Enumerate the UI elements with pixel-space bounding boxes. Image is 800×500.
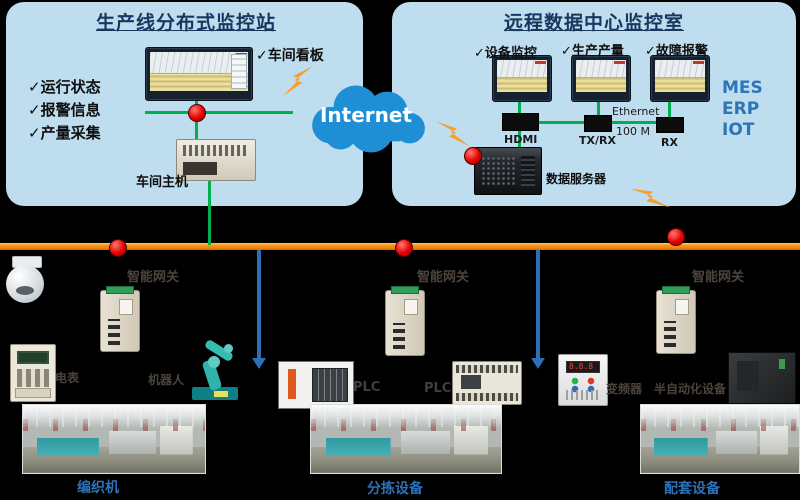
meter-foot <box>15 388 51 398</box>
lightning-icon <box>629 188 671 208</box>
photo-label-3: 配套设备 <box>664 481 720 497</box>
workshop-host-label: 车间主机 <box>136 175 189 190</box>
power-meter-device <box>10 344 56 402</box>
green-link-line <box>518 100 521 115</box>
production-output-label: ✓生产产量 <box>561 44 624 59</box>
monitor-side-panel <box>231 54 247 89</box>
right-panel-title: 远程数据中心监控室 <box>503 12 684 34</box>
monitor-screen <box>655 60 705 92</box>
network-node-dot <box>188 104 206 122</box>
internet-cloud <box>312 85 425 153</box>
remote-center-panel <box>392 2 796 206</box>
power-meter-label: 电表 <box>55 371 80 385</box>
blue-drop-arrow <box>531 250 545 369</box>
center-monitor-2 <box>571 55 631 102</box>
erp-label: ERP <box>722 99 760 119</box>
camera-lens <box>16 286 34 295</box>
smart-gateway-device <box>385 286 425 356</box>
plc-brick-device <box>452 361 522 405</box>
gateway-label-1: 智能网关 <box>127 270 180 285</box>
workshop-dashboard-monitor <box>145 47 253 101</box>
lightning-icon <box>436 121 470 147</box>
dome-camera-icon <box>2 256 50 308</box>
center-monitor-3 <box>650 55 710 102</box>
txrx-label: TX/RX <box>579 134 616 147</box>
lightning-icon <box>282 65 314 97</box>
txrx-converter-box <box>584 115 612 132</box>
green-link-line <box>668 100 671 118</box>
plc-rack-device <box>278 361 354 409</box>
feature-alarm-info: ✓报警信息 <box>28 101 101 119</box>
plc-face <box>461 375 481 389</box>
workshop-board-label: ✓车间看板 <box>256 48 324 64</box>
factory-photo <box>310 404 502 474</box>
plc-label-2: PLC <box>424 381 452 396</box>
robot-joint <box>224 344 233 353</box>
vfd-inverter-device: 8.8.8 <box>558 354 608 406</box>
robot-label: 机器人 <box>148 373 185 387</box>
green-link-line <box>518 124 521 150</box>
speed-label: 100 M <box>616 125 650 138</box>
ethernet-label: Ethernet <box>612 105 660 118</box>
network-node-dot <box>395 239 413 257</box>
smart-gateway-device <box>100 286 140 352</box>
feature-output-collect: ✓产量采集 <box>28 124 101 142</box>
center-monitor-1 <box>492 55 552 102</box>
feature-run-status: ✓运行状态 <box>28 78 101 96</box>
left-panel-title: 生产线分布式监控站 <box>95 12 276 34</box>
monitor-screen <box>497 60 547 92</box>
monitor-screen <box>576 60 626 92</box>
plc-label-1: PLC <box>353 380 381 395</box>
gateway-sticker <box>675 299 689 315</box>
robot-arm-device <box>184 338 242 400</box>
vfd-buttons <box>567 377 599 393</box>
fault-alarm-label: ✓故障报警 <box>645 44 708 59</box>
internet-label: Internet <box>319 103 413 127</box>
factory-photo <box>22 404 206 474</box>
photo-label-2: 分拣设备 <box>367 481 423 497</box>
semi-auto-equipment-photo <box>728 352 796 404</box>
gateway-label-3: 智能网关 <box>692 270 745 285</box>
vfd-display-digits: 8.8.8 <box>569 362 594 371</box>
robot-joint <box>208 356 220 368</box>
photo-label-1: 编织机 <box>77 480 119 496</box>
green-link-line <box>145 111 293 114</box>
green-link-line <box>208 179 211 245</box>
iot-label: IOT <box>722 120 755 140</box>
blue-drop-arrow <box>252 250 266 369</box>
hdmi-converter-box <box>502 113 539 131</box>
gateway-sticker <box>404 299 418 315</box>
rx-label: RX <box>661 136 678 149</box>
network-node-dot <box>667 228 685 246</box>
hdmi-label: HDMI <box>504 133 538 146</box>
network-node-dot <box>109 239 127 257</box>
smart-gateway-device <box>656 286 696 354</box>
vfd-label: 变频器 <box>606 382 643 396</box>
green-link-line <box>195 114 198 140</box>
data-server-tower <box>474 147 542 195</box>
rx-converter-box <box>656 117 684 133</box>
gateway-sticker <box>119 299 133 315</box>
gateway-label-2: 智能网关 <box>417 270 470 285</box>
workshop-host-chassis <box>176 139 256 181</box>
data-server-label: 数据服务器 <box>546 172 607 186</box>
semi-auto-label: 半自动化设备 <box>654 382 727 396</box>
factory-photo <box>640 404 800 474</box>
robot-tag <box>214 391 228 397</box>
green-link-line <box>597 100 600 117</box>
device-monitor-label: ✓设备监控 <box>474 46 537 61</box>
camera-dome <box>6 265 44 303</box>
network-node-dot <box>464 147 482 165</box>
mes-label: MES <box>722 78 763 98</box>
